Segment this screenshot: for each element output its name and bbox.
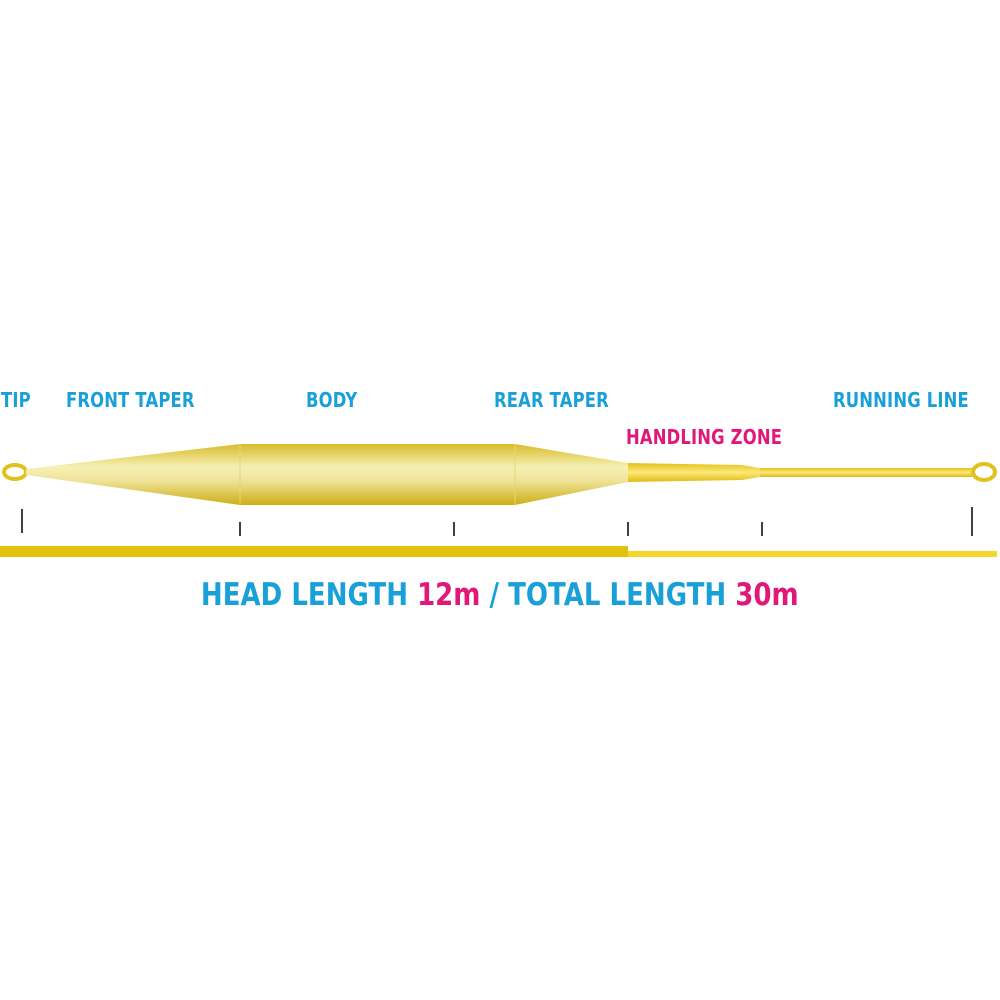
tip-loop [2,463,28,481]
line-head-profile [26,444,628,505]
total-length-value: 30m [735,577,799,613]
running-length-bar [628,551,997,557]
label-rear-taper: REAR TAPER [494,388,609,412]
length-summary: HEAD LENGTH 12m / TOTAL LENGTH 30m [0,577,1000,613]
summary-separator: / [489,577,500,613]
label-front-taper: FRONT TAPER [66,388,195,412]
head-length-bar [0,546,628,557]
total-length-label: TOTAL LENGTH [508,577,727,613]
head-length-value: 12m [417,577,481,613]
rear-loop [971,462,997,482]
handling-zone-line [628,463,760,482]
label-running-line: RUNNING LINE [833,388,969,412]
running-line-strand [760,468,972,477]
head-length-label: HEAD LENGTH [201,577,409,613]
label-handling-zone: HANDLING ZONE [626,425,783,449]
label-body: BODY [306,388,358,412]
label-tip: TIP [1,388,31,412]
